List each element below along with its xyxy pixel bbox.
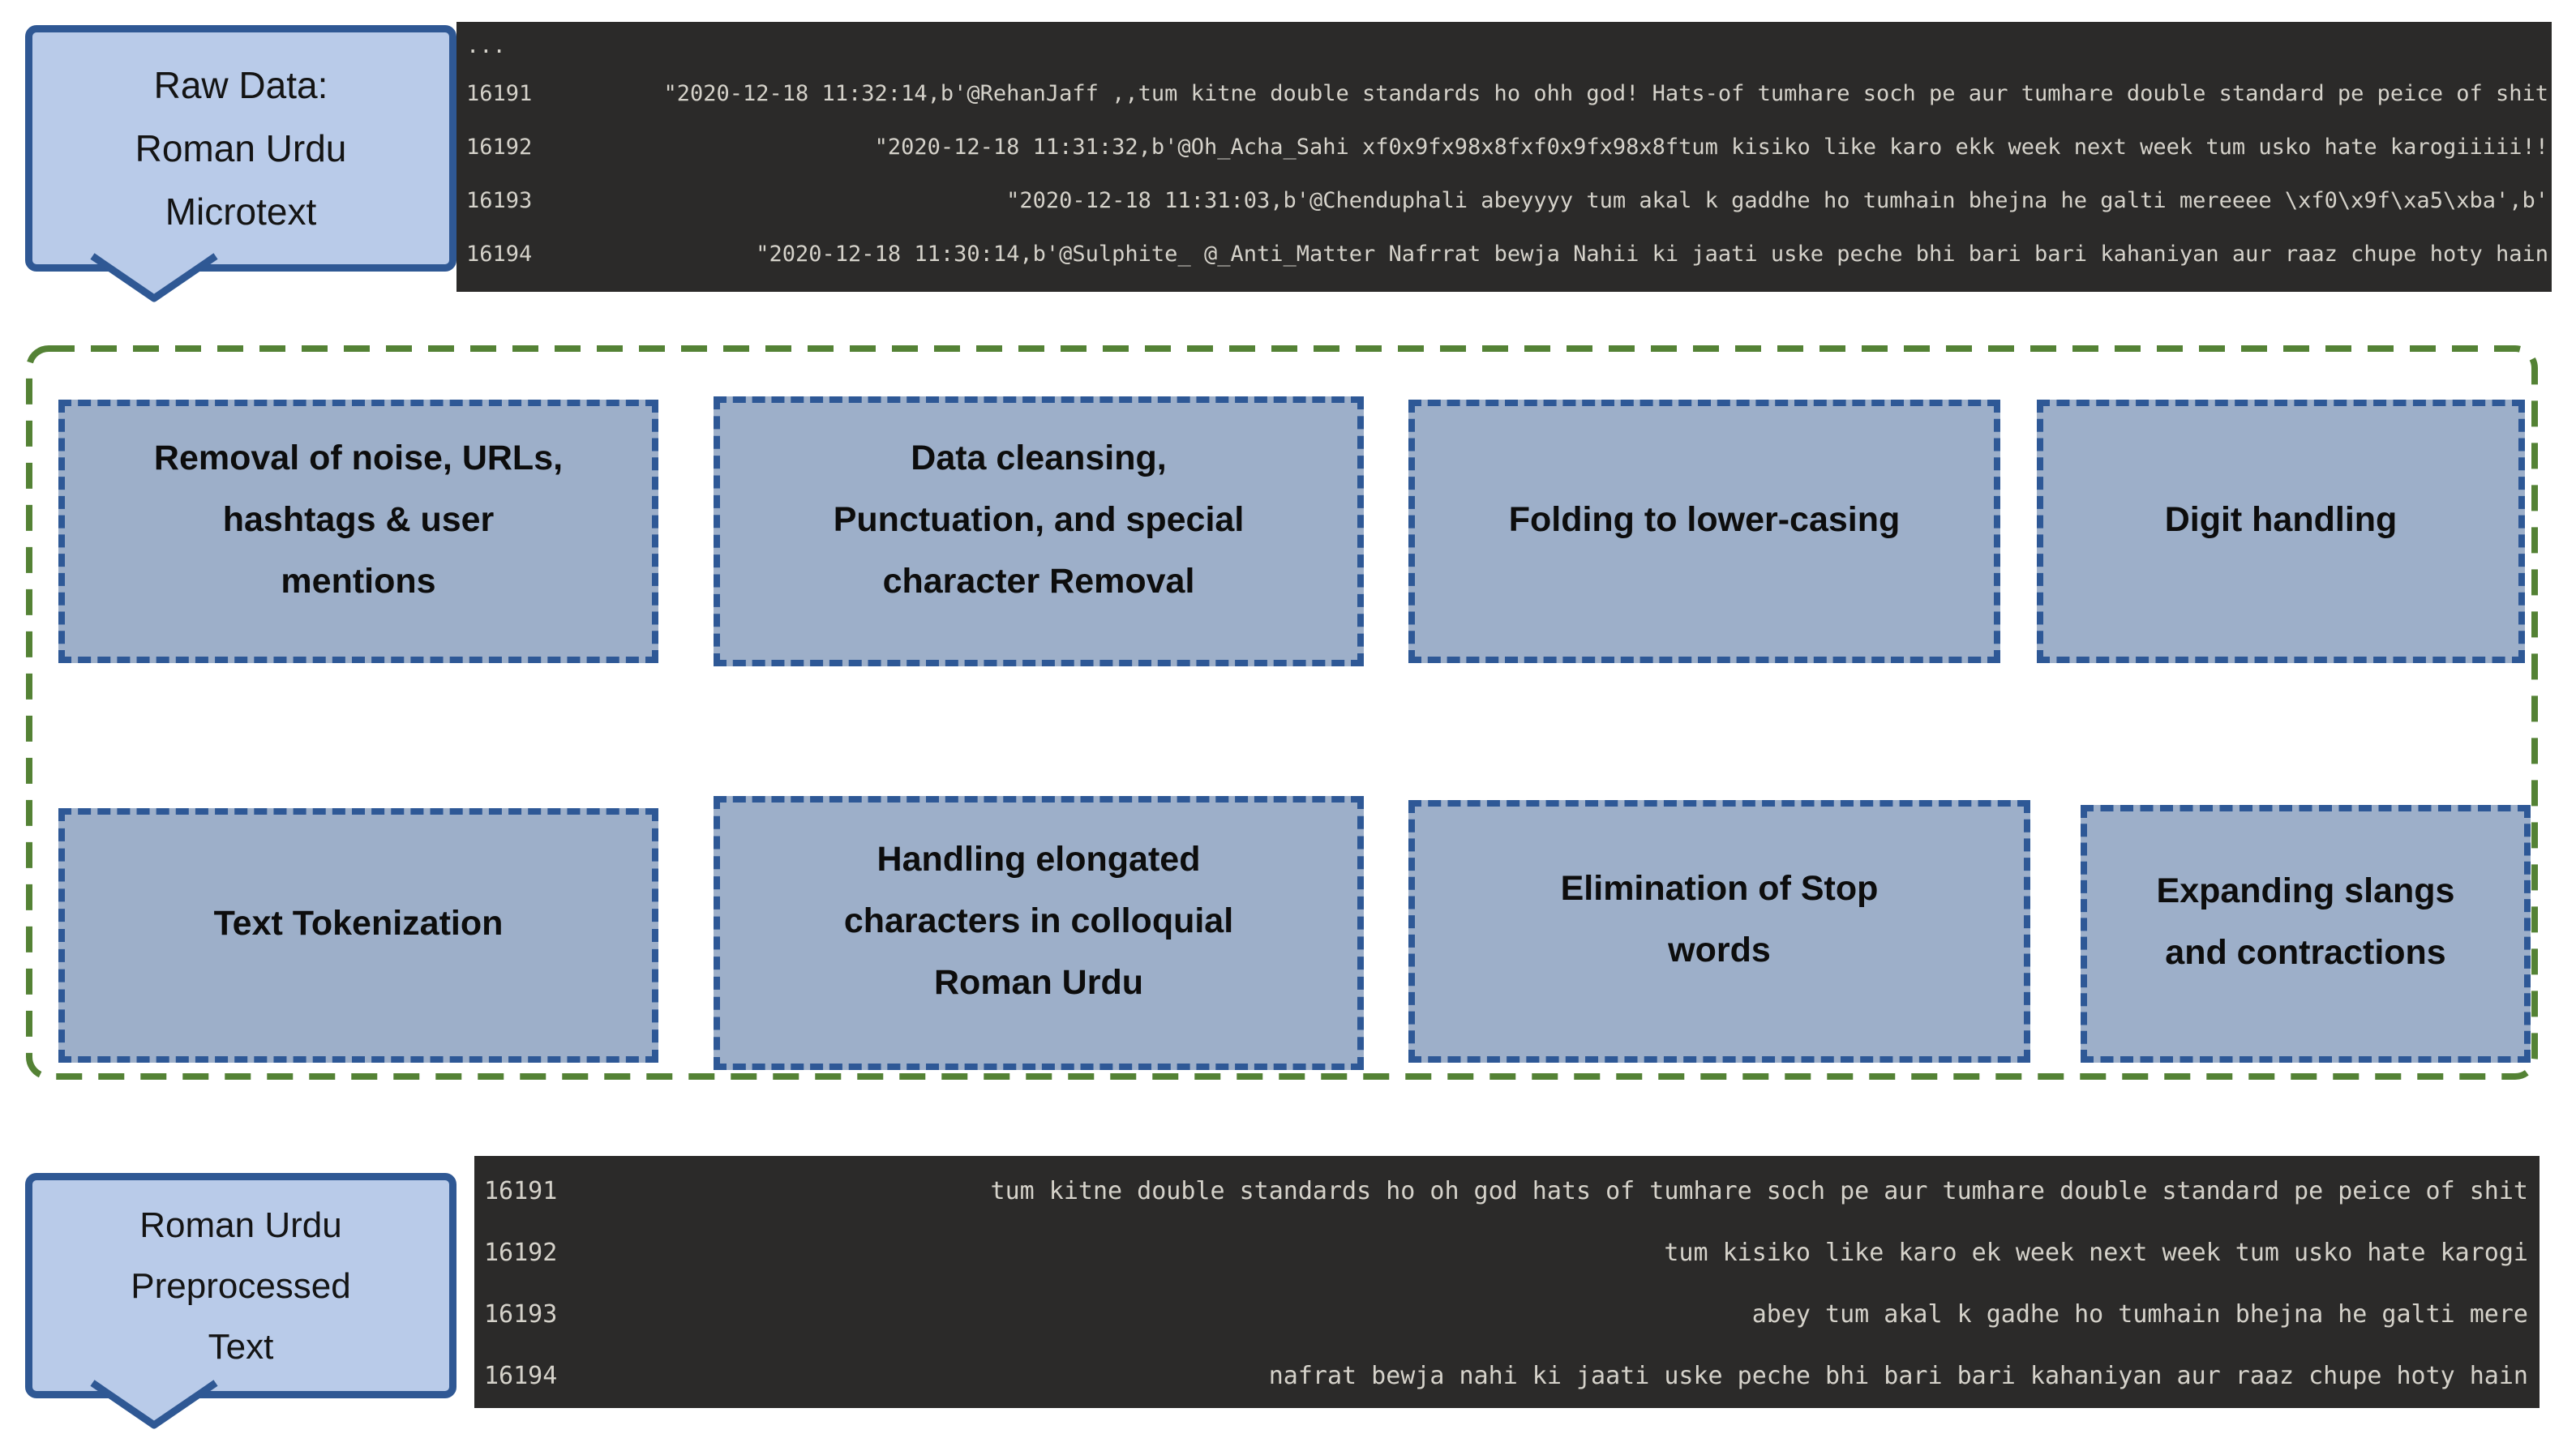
step-box-elongated-characters: Handling elongated characters in colloqu… — [714, 796, 1364, 1070]
terminal-row: 16193 abey tum akal k gadhe ho tumhain b… — [484, 1284, 2528, 1346]
processed-row-text: tum kitne double standards ho oh god hat… — [990, 1177, 2528, 1205]
step-label-line: characters in colloquial — [843, 901, 1234, 940]
terminal-row: 16194 nafrat bewja nahi ki jaati uske pe… — [484, 1346, 2528, 1407]
raw-row-text: "2020-12-18 11:30:14,b'@Sulphite_ @_Anti… — [756, 242, 2548, 267]
line-number: 16192 — [466, 135, 533, 160]
step-box-data-cleansing: Data cleansing, Punctuation, and special… — [714, 396, 1364, 666]
step-label-line: Elimination of Stop — [1560, 869, 1879, 908]
preprocessed-callout-line: Text — [208, 1326, 274, 1367]
terminal-row: 16194 "2020-12-18 11:30:14,b'@Sulphite_ … — [466, 228, 2548, 281]
step-label-line: Data cleansing, — [911, 438, 1167, 477]
raw-row-text: "2020-12-18 11:31:32,b'@Oh_Acha_Sahi xf0… — [874, 135, 2548, 160]
step-box-removal-noise-urls: Removal of noise, URLs, hashtags & user … — [58, 400, 658, 663]
step-label-line: Roman Urdu — [934, 963, 1143, 1002]
line-number: 16194 — [484, 1362, 558, 1390]
step-label-line: and contractions — [2165, 933, 2446, 972]
step-label-line: Folding to lower-casing — [1508, 499, 1901, 539]
step-label-line: Expanding slangs — [2156, 871, 2455, 910]
step-label-line: mentions — [281, 561, 436, 601]
line-number: 16194 — [466, 242, 533, 267]
terminal-ellipsis: ... — [466, 33, 506, 58]
raw-data-callout: Raw Data: Roman Urdu Microtext — [25, 25, 456, 302]
processed-row-text: tum kisiko like karo ek week next week t… — [1664, 1239, 2528, 1267]
step-label-line: Handling elongated — [877, 840, 1201, 879]
terminal-row: 16192 "2020-12-18 11:31:32,b'@Oh_Acha_Sa… — [466, 121, 2548, 174]
raw-row-text: "2020-12-18 11:31:03,b'@Chenduphali abey… — [1006, 188, 2548, 213]
preprocessed-text-callout: Roman Urdu Preprocessed Text — [25, 1173, 456, 1429]
pipeline-container: Removal of noise, URLs, hashtags & user … — [25, 345, 2539, 1081]
callout-tail-down-icon — [90, 1380, 218, 1429]
terminal-row: 16191 tum kitne double standards ho oh g… — [484, 1161, 2528, 1222]
preprocessed-terminal: 16191 tum kitne double standards ho oh g… — [474, 1156, 2540, 1408]
terminal-row: 16192 tum kisiko like karo ek week next … — [484, 1222, 2528, 1284]
step-box-lower-casing: Folding to lower-casing — [1408, 400, 2000, 663]
raw-data-callout-line: Raw Data: — [153, 64, 328, 106]
line-number: 16192 — [484, 1239, 558, 1267]
processed-row-text: nafrat bewja nahi ki jaati uske peche bh… — [1268, 1362, 2528, 1390]
processed-row-text: abey tum akal k gadhe ho tumhain bhejna … — [1751, 1300, 2528, 1329]
line-number: 16191 — [466, 81, 533, 106]
step-label-line: Punctuation, and special — [833, 499, 1245, 539]
step-label-line: character Removal — [882, 561, 1195, 601]
terminal-row: 16191 "2020-12-18 11:32:14,b'@RehanJaff … — [466, 67, 2548, 121]
step-label-line: Digit handling — [2164, 499, 2398, 539]
preprocessed-callout-line: Preprocessed — [131, 1265, 351, 1306]
raw-data-callout-line: Microtext — [165, 190, 317, 233]
step-box-text-tokenization: Text Tokenization — [58, 808, 658, 1063]
step-label-line: Removal of noise, URLs, — [153, 438, 564, 477]
step-label-line: words — [1668, 931, 1771, 969]
step-box-stop-words: Elimination of Stop words — [1408, 800, 2030, 1063]
step-label-line: hashtags & user — [222, 499, 495, 539]
step-label-line: Text Tokenization — [213, 904, 504, 943]
step-box-digit-handling: Digit handling — [2037, 400, 2525, 663]
line-number: 16193 — [484, 1300, 558, 1329]
callout-tail-down-icon — [90, 253, 218, 302]
raw-row-text: "2020-12-18 11:32:14,b'@RehanJaff ,,tum … — [663, 81, 2548, 106]
pipeline-dashed-border — [26, 345, 2538, 1080]
preprocessed-callout-line: Roman Urdu — [139, 1205, 342, 1245]
line-number: 16193 — [466, 188, 533, 213]
terminal-row: 16193 "2020-12-18 11:31:03,b'@Chenduphal… — [466, 174, 2548, 228]
raw-data-terminal: ... 16191 "2020-12-18 11:32:14,b'@RehanJ… — [456, 22, 2552, 292]
raw-data-callout-line: Roman Urdu — [135, 127, 347, 169]
line-number: 16191 — [484, 1177, 558, 1205]
step-box-slangs-contractions: Expanding slangs and contractions — [2081, 805, 2531, 1063]
